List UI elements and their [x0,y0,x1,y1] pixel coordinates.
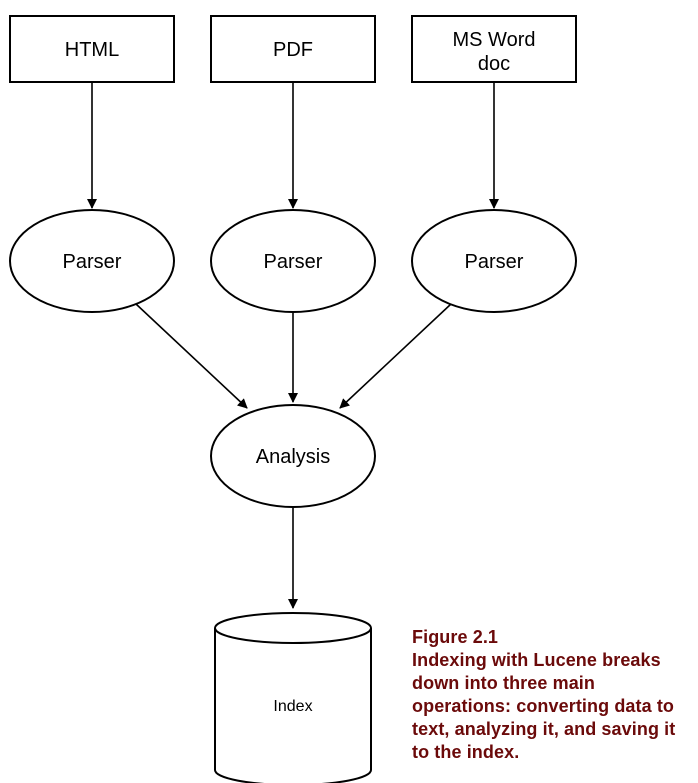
edge-parser3-to-analysis [339,303,452,409]
parser-node-3: Parser [411,209,577,313]
html-document-label: HTML [65,39,119,61]
edge-parser1-to-analysis [135,303,248,409]
msword-document-label-line1: MS Word [453,29,536,51]
parser-node-1: Parser [9,209,175,313]
analysis-label: Analysis [256,446,330,468]
analysis-node: Analysis [210,404,376,508]
figure-label: Figure 2.1 [412,627,499,647]
html-document-node: HTML [9,15,175,83]
msword-document-label-line2: doc [478,53,510,75]
parser-node-2: Parser [210,209,376,313]
pdf-document-label: PDF [273,39,313,61]
index-cylinder-node: Index [214,612,372,783]
parser-label-2: Parser [264,251,323,273]
index-label: Index [273,698,312,715]
figure-caption-text: Indexing with Lucene breaks down into th… [412,650,676,762]
msword-document-node: MS Word doc [411,15,577,83]
pdf-document-node: PDF [210,15,376,83]
parser-label-3: Parser [465,251,524,273]
figure-caption: Figure 2.1 Indexing with Lucene breaks d… [412,626,696,764]
parser-label-1: Parser [63,251,122,273]
